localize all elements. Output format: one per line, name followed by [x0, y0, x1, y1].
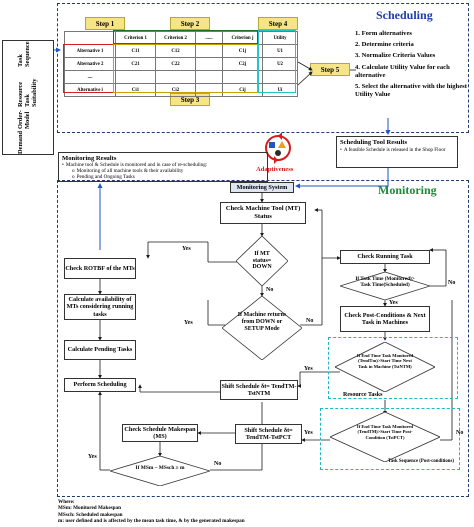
label-no-end2: No	[456, 430, 464, 436]
monitoring-results-bullet: Machine tool & Schedule is monitored and…	[65, 162, 208, 168]
legend-line: MSm: Monitored Makespan	[58, 505, 122, 512]
check-post-conditions: Check Post-Conditions & Next Task in Mac…	[340, 306, 430, 332]
resource-tasks-region	[328, 337, 458, 399]
utility-highlight	[258, 30, 296, 93]
shift-schedule-2: Shift Schedule δt= TendTM-TstPCT	[235, 424, 302, 444]
legend-title: Where:	[58, 499, 75, 505]
decision-end-time-2: If End Time Task Monitored (TendTM)>Star…	[330, 412, 440, 462]
perform-scheduling: Perform Scheduling	[64, 378, 136, 392]
monitoring-results-title: Monitoring Results	[62, 155, 117, 162]
label-yes-task-time: Yes	[389, 300, 398, 306]
table-row: Alternative i Ci1 Ci2 Cij Ui	[64, 83, 298, 97]
monitoring-panel	[57, 180, 469, 497]
scheduling-panel	[57, 3, 469, 133]
step-4-label: Step 4	[258, 17, 298, 30]
values-highlight	[113, 44, 258, 93]
step-1-label: Step 1	[85, 17, 125, 30]
monitoring-results: Monitoring Results • Machine tool & Sche…	[58, 152, 268, 182]
label-yes-returns: Yes	[184, 320, 193, 326]
decision-end-time-1: If End Time Task Monitored (TendTm)>Star…	[335, 342, 435, 392]
label-no-task-time: No	[448, 280, 456, 286]
decision-mt-down-label: If MT status= DOWN	[252, 251, 272, 271]
decision-matrix: Criterion 1 Criterion 2 ...... Criterion…	[64, 31, 298, 97]
decision-makespan: If MSm – MSsch ≥ m	[110, 456, 210, 486]
scheduling-title: Scheduling	[376, 8, 433, 22]
decision-task-time-label: If Task Time (Monitored)> Task Time(Sche…	[355, 276, 415, 288]
list-item: 5. Select the alternative with the highe…	[355, 83, 467, 99]
decision-machine-returns: If Machine returns from DOWN or SETUP Mo…	[222, 296, 302, 360]
adaptiveness-icon	[258, 128, 298, 168]
label-yes-end2: Yes	[304, 430, 313, 436]
check-rotbf: Check ROTBF of the MTs	[64, 258, 136, 279]
decision-end-time-2-label: If End Time Task Monitored (TendTM)>Star…	[356, 424, 414, 440]
label-no-returns: No	[306, 318, 314, 324]
legend-where: Where: MSm: Monitored Makespan MSsch: Sc…	[58, 499, 470, 524]
decision-machine-returns-label: If Machine returns from DOWN or SETUP Mo…	[237, 312, 287, 332]
check-schedule-makespan: Check Schedule Makespan (MS)	[122, 424, 198, 442]
task-sequence-region	[320, 408, 460, 470]
calculate-pending: Calculate Pending Tasks	[64, 340, 136, 360]
legend-line: MSsch: Scheduled makespan	[58, 511, 123, 518]
shift-schedule-1: Shift Schedule δt= TendTM-TstNTM	[220, 380, 298, 400]
scheduling-tool-results: Scheduling Tool Results • A feasible Sch…	[336, 136, 458, 168]
list-item: 4. Calculate Utility Value for each alte…	[355, 63, 450, 79]
decision-mt-down: If MT status= DOWN	[236, 236, 288, 286]
monitoring-title: Monitoring	[378, 183, 437, 197]
cell: Ui	[262, 83, 298, 97]
label-no-ms: No	[214, 461, 222, 467]
monitoring-system-box: Monitoring System	[230, 182, 294, 193]
check-mt-status: Check Machine Tool (MT) Status	[220, 202, 306, 224]
label-yes-end1: Yes	[304, 366, 313, 372]
task-sequence-label: Task Sequence (Post-conditions)	[388, 459, 454, 464]
monitoring-results-sub-2: Pending and Ongoing Tasks	[76, 174, 135, 180]
side-label: Demand Order-Model Resource Task Suitabi…	[2, 40, 54, 155]
scheduling-steps-list: 1. Form alternatives 2. Determine criter…	[355, 30, 467, 100]
decision-makespan-label: If MSm – MSsch ≥ m	[135, 465, 185, 471]
decision-task-time: If Task Time (Monitored)> Task Time(Sche…	[340, 272, 430, 300]
step-2-label: Step 2	[170, 17, 210, 30]
tool-results-bullet: A feasible Schedule is released in the S…	[343, 147, 446, 153]
calculate-availability: Calculate availability of MTs considerin…	[64, 294, 136, 320]
list-item: 3. Normalize Criteria Values	[355, 52, 436, 60]
list-item: 2. Determine criteria	[355, 41, 414, 49]
resource-tasks-label: Resource Tasks	[343, 392, 383, 398]
monitoring-results-sub-1: Monitoring of all machine tools & their …	[76, 168, 184, 174]
list-item: 1. Form alternatives	[355, 30, 412, 37]
label-yes-down: Yes	[182, 246, 191, 252]
cell: U1	[262, 44, 298, 58]
cell: Ci2	[155, 83, 196, 97]
legend-line: m: user defined and is affected by the m…	[58, 518, 245, 525]
adaptiveness-label: Adaptiveness	[256, 166, 294, 173]
criteria-highlight	[113, 30, 258, 44]
label-no-down: No	[266, 287, 274, 293]
decision-end-time-1-label: If End Time Task Monitored (TendTm)>Star…	[356, 353, 414, 369]
tool-results-title: Scheduling Tool Results	[340, 139, 408, 146]
cell: U2	[262, 57, 298, 71]
label-yes-ms: Yes	[88, 454, 97, 460]
check-running-task: Check Running Task	[340, 250, 430, 264]
